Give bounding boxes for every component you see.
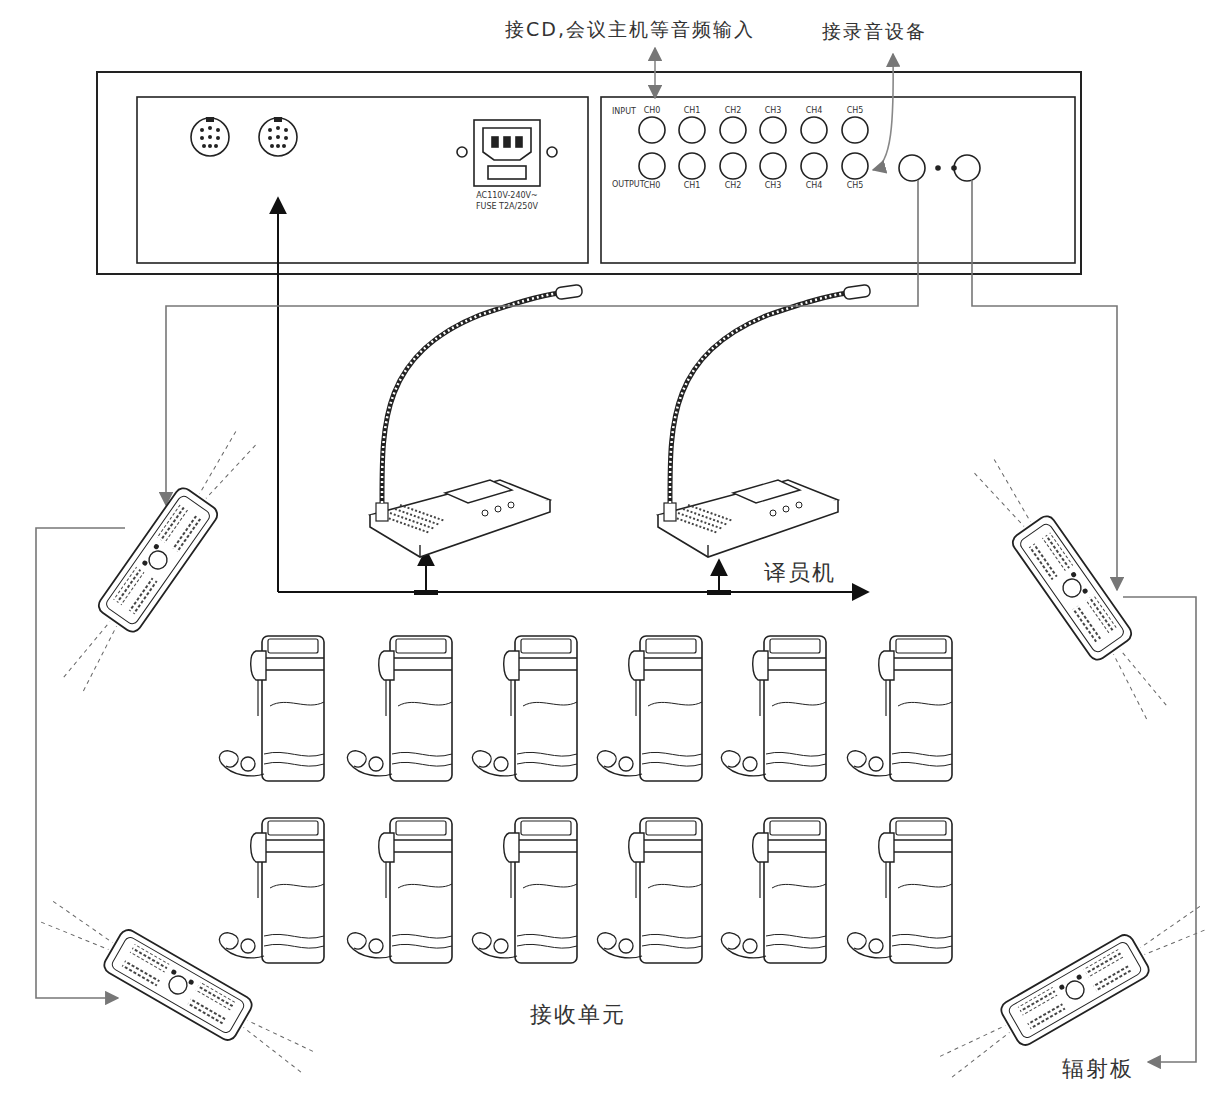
power-socket	[457, 120, 557, 186]
interpreter-console	[370, 284, 583, 557]
radiator-panel	[966, 451, 1177, 724]
transmitter-housing	[97, 72, 1081, 274]
channel-label: CH3	[765, 182, 782, 190]
channel-label: CH4	[806, 182, 823, 190]
power-rating: AC110V-240V~	[476, 192, 538, 200]
interpreter-bus	[278, 198, 868, 595]
channel-label: CH4	[806, 107, 823, 115]
channel-label: CH1	[684, 107, 701, 115]
radiator-panel	[52, 423, 263, 696]
annotation: 接CD,会议主机等音频输入	[505, 20, 755, 39]
audio-input-arrow	[655, 48, 893, 170]
part-name: 接收单元	[530, 1004, 626, 1026]
channel-label: CH0	[644, 182, 661, 190]
part-name: 辐射板	[1062, 1058, 1134, 1080]
radiator-wiring	[36, 180, 1196, 1062]
audio-jacks	[639, 117, 980, 181]
channel-label: CH0	[644, 107, 661, 115]
channel-label: CH2	[725, 182, 742, 190]
channel-label: CH5	[847, 107, 864, 115]
panel-label: OUTPUT	[612, 181, 645, 189]
annotation: 接录音设备	[822, 22, 927, 41]
receiver-units	[219, 636, 952, 963]
part-name: 译员机	[764, 562, 836, 584]
din-connectors	[191, 117, 297, 156]
channel-label: CH2	[725, 107, 742, 115]
interpreter-console	[658, 284, 871, 557]
panel-label: INPUT	[612, 108, 636, 116]
channel-label: CH3	[765, 107, 782, 115]
channel-label: CH1	[684, 182, 701, 190]
radiator-panel	[933, 894, 1206, 1086]
fuse-rating: FUSE T2A/250V	[476, 203, 538, 211]
channel-label: CH5	[847, 182, 864, 190]
